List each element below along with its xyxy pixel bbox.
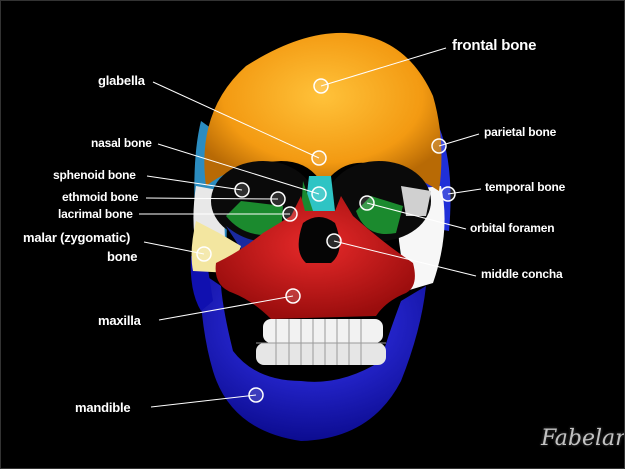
label-malar-line2: bone [107, 249, 138, 264]
label-nasal-bone: nasal bone [91, 136, 152, 150]
label-lacrimal-bone: lacrimal bone [58, 207, 133, 221]
marker-orbital [359, 195, 375, 211]
marker-frontal [313, 78, 329, 94]
marker-maxilla [285, 288, 301, 304]
leader-frontal [320, 47, 447, 87]
leader-temporal [447, 188, 482, 195]
label-mandible: mandible [75, 400, 131, 415]
marker-parietal [431, 138, 447, 154]
marker-lacrimal [282, 206, 298, 222]
marker-mandible [248, 387, 264, 403]
label-parietal-bone: parietal bone [484, 125, 557, 139]
marker-nasal [311, 186, 327, 202]
label-ethmoid-bone: ethmoid bone [62, 190, 139, 204]
label-frontal-bone: frontal bone [452, 37, 537, 54]
watermark-logo: Fabelar [541, 426, 625, 451]
leader-mandible [150, 394, 257, 408]
leader-malar [143, 241, 205, 255]
leader-concha [333, 240, 477, 277]
label-sphenoid-bone: sphenoid bone [53, 168, 136, 182]
nasal-bone-shape [305, 176, 335, 211]
leader-maxilla [158, 295, 294, 321]
label-maxilla: maxilla [98, 313, 141, 328]
label-temporal-bone: temporal bone [485, 180, 566, 194]
leader-sphenoid [146, 175, 243, 191]
leader-glabella [152, 81, 320, 159]
marker-sphenoid [234, 182, 250, 198]
label-glabella: glabella [98, 73, 145, 88]
marker-temporal [440, 186, 456, 202]
label-malar-line1: malar (zygomatic) [23, 230, 131, 245]
marker-concha [326, 233, 342, 249]
label-orbital-foramen: orbital foramen [470, 221, 555, 235]
leader-ethmoid [145, 197, 279, 200]
mandible-shape [199, 271, 426, 441]
label-middle-concha: middle concha [481, 267, 563, 281]
marker-malar [196, 246, 212, 262]
marker-ethmoid [270, 191, 286, 207]
marker-glabella [311, 150, 327, 166]
leader-nasal [157, 143, 320, 195]
upper-teeth [263, 319, 383, 343]
leader-orbital [366, 202, 467, 230]
nasal-aperture [298, 217, 340, 263]
frontal-bone-shape [204, 32, 442, 191]
